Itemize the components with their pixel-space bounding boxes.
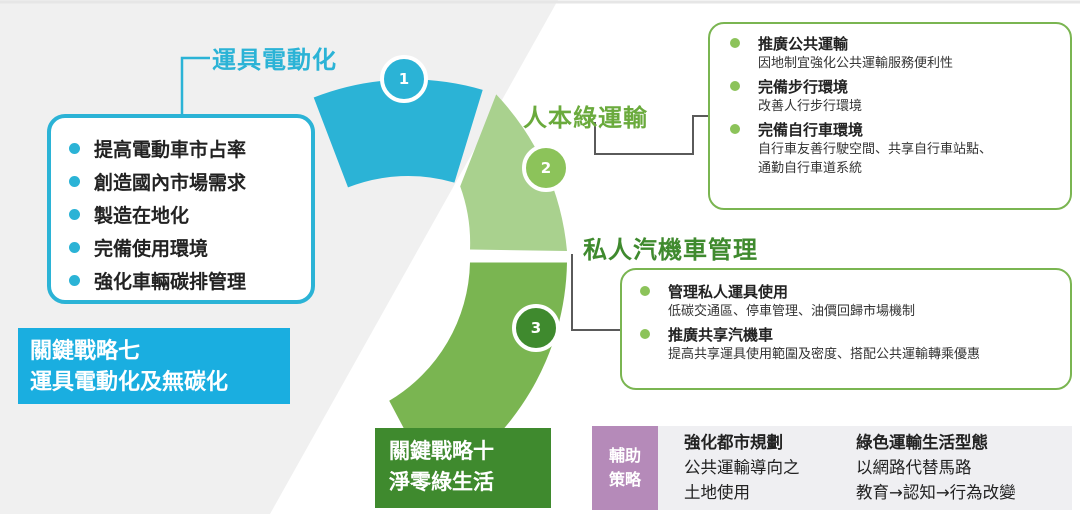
- ring-segment-2: [460, 94, 567, 252]
- list-item: 管理私人運具使用 低碳交通區、停車管理、油價回歸市場機制: [640, 280, 1070, 321]
- bullet-icon: [69, 143, 80, 154]
- bullet-icon: [640, 286, 650, 296]
- segment-title-human-transport: 人本綠運輸: [523, 104, 648, 132]
- list-item: 完備使用環境: [69, 231, 311, 264]
- bullet-icon: [69, 209, 80, 220]
- segment-number-2: 2: [540, 159, 552, 177]
- auxiliary-strategies-panel: 輔助 策略 強化都市規劃 公共運輸導向之 土地使用 綠色運輸生活型態 以網路代替…: [592, 426, 1072, 510]
- segment-number-3: 3: [530, 319, 542, 337]
- bullet-icon: [730, 38, 740, 48]
- list-item: 強化車輛碳排管理: [69, 264, 311, 297]
- list-item: 提高電動車市占率: [69, 132, 311, 165]
- bullet-icon: [730, 124, 740, 134]
- list-item: 製造在地化: [69, 198, 311, 231]
- bullet-icon: [730, 81, 740, 91]
- number-circle-1: [380, 55, 428, 103]
- urban-planning-column: 強化都市規劃 公共運輸導向之 土地使用: [684, 433, 800, 502]
- segment-title-ev: 運具電動化: [212, 46, 337, 74]
- bullet-icon: [69, 275, 80, 286]
- bullet-icon: [69, 176, 80, 187]
- list-item: 完備步行環境 改善人行步行環境: [730, 75, 1070, 116]
- ring-segment-1: [313, 79, 483, 188]
- list-item: 推廣共享汽機車 提高共享運具使用範圍及密度、搭配公共運輸轉乘優惠: [640, 323, 1070, 364]
- ev-measures-box: 提高電動車市占率 創造國內市場需求 製造在地化 完備使用環境 強化車輛碳排管理: [47, 114, 315, 304]
- list-item: 完備自行車環境 自行車友善行駛空間、共享自行車站點、 通勤自行車道系統: [730, 118, 1070, 178]
- green-lifestyle-column: 綠色運輸生活型態 以網路代替馬路 教育→認知→行為改變: [856, 433, 1016, 502]
- list-item: 推廣公共運輸 因地制宜強化公共運輸服務便利性: [730, 32, 1070, 73]
- number-circle-3: [512, 304, 560, 352]
- bullet-icon: [69, 242, 80, 253]
- number-circle-2: [522, 144, 570, 192]
- segment-title-private-vehicle: 私人汽機車管理: [583, 236, 758, 264]
- strategy-10-label: 關鍵戰略十 淨零綠生活: [375, 428, 551, 508]
- human-transport-box: 推廣公共運輸 因地制宜強化公共運輸服務便利性 完備步行環境 改善人行步行環境 完…: [708, 22, 1072, 210]
- private-vehicle-box: 管理私人運具使用 低碳交通區、停車管理、油價回歸市場機制 推廣共享汽機車 提高共…: [620, 268, 1072, 390]
- list-item: 創造國內市場需求: [69, 165, 311, 198]
- segment-number-1: 1: [398, 70, 410, 88]
- bullet-icon: [640, 329, 650, 339]
- strategy-7-label: 關鍵戰略七 運具電動化及無碳化: [18, 328, 290, 404]
- auxiliary-tag: 輔助 策略: [592, 426, 658, 510]
